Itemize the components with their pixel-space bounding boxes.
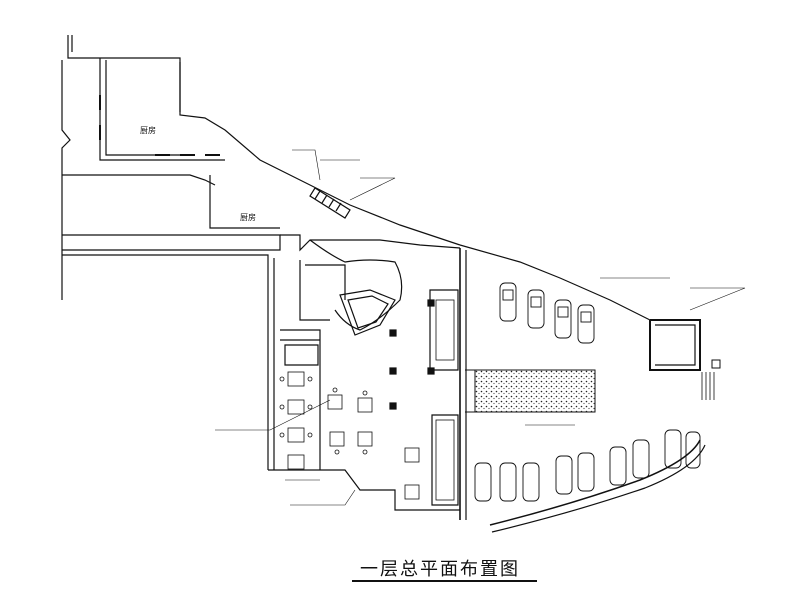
dining-tables: [279, 299, 455, 501]
drawing-title: 一层总平面布置图: [360, 559, 520, 580]
leader-lines: [215, 149, 746, 506]
landscape-area: [474, 369, 596, 413]
ramp: [465, 369, 476, 413]
parking-cars-top: [499, 282, 595, 344]
title-underline: [352, 580, 537, 582]
coil-symbol: [701, 372, 715, 400]
room-label-upper: 厨房: [140, 126, 156, 135]
parking-cars-bottom: [474, 429, 701, 502]
room-label-mid: 厨房: [240, 213, 256, 222]
small-box: [711, 359, 721, 369]
walls: [61, 35, 706, 533]
